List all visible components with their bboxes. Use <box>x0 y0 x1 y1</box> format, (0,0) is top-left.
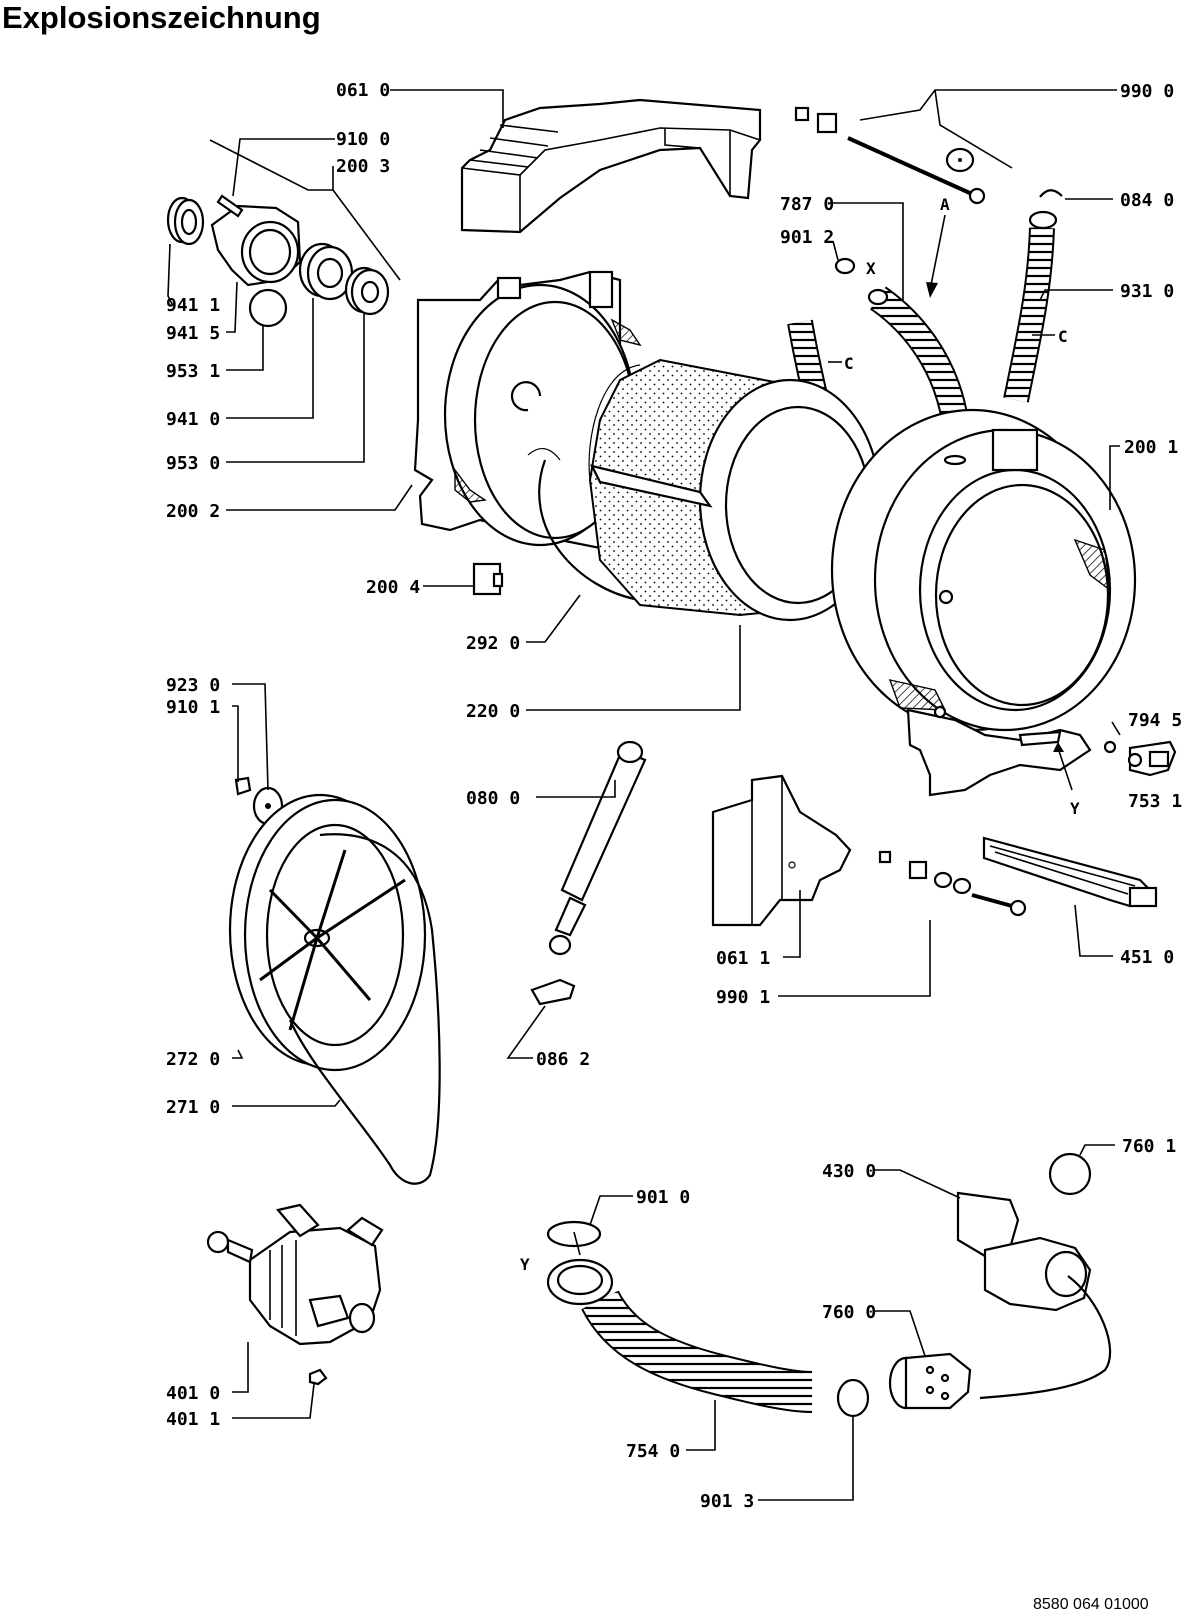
marker-c-right: C <box>1058 327 1068 346</box>
label-990-1: 990 1 <box>716 987 770 1008</box>
part-belt <box>288 833 441 1185</box>
marker-a: A <box>940 195 950 214</box>
label-061-0: 061 0 <box>336 80 390 101</box>
part-clip-200-4 <box>472 562 504 596</box>
marker-y-hose: Y <box>520 1255 530 1274</box>
part-clip-086-2 <box>530 978 576 1006</box>
label-080-0: 080 0 <box>466 788 520 809</box>
part-labels: 061 0 910 0 200 3 941 1 941 5 953 1 941 … <box>166 80 1182 1512</box>
label-451-0: 451 0 <box>1120 947 1174 968</box>
part-heater <box>982 836 1158 908</box>
part-nut-401-1 <box>308 1368 328 1386</box>
label-923-0: 923 0 <box>166 675 220 696</box>
part-front-tub <box>830 408 1137 797</box>
part-counterweight <box>711 774 852 927</box>
part-bearings <box>166 194 390 328</box>
label-901-3: 901 3 <box>700 1491 754 1512</box>
label-760-0: 760 0 <box>822 1302 876 1323</box>
marker-c-left: C <box>844 354 854 373</box>
label-754-0: 754 0 <box>626 1441 680 1462</box>
document-number: 8580 064 01000 <box>1033 1596 1149 1613</box>
part-clamp-901-2 <box>834 257 856 275</box>
label-200-2: 200 2 <box>166 501 220 522</box>
part-clamp-901-0 <box>546 1220 602 1248</box>
label-931-0: 931 0 <box>1120 281 1174 302</box>
part-top-cover <box>460 98 762 234</box>
part-drain-hose <box>546 1258 813 1413</box>
label-760-1: 760 1 <box>1122 1136 1176 1157</box>
part-fixing-kit-bottom <box>878 850 1027 917</box>
label-941-1: 941 1 <box>166 295 220 316</box>
leader-lines <box>167 89 1121 1501</box>
label-901-2: 901 2 <box>780 227 834 248</box>
part-drain-pump <box>956 1191 1112 1400</box>
label-953-0: 953 0 <box>166 453 220 474</box>
label-401-1: 401 1 <box>166 1409 220 1430</box>
label-220-0: 220 0 <box>466 701 520 722</box>
label-753-1: 753 1 <box>1128 791 1182 812</box>
label-910-1: 910 1 <box>166 697 220 718</box>
part-drum <box>588 358 882 622</box>
label-272-0: 272 0 <box>166 1049 220 1070</box>
label-200-3: 200 3 <box>336 156 390 177</box>
part-motor <box>206 1203 384 1346</box>
part-hose-clip-small <box>1039 189 1063 198</box>
label-901-0: 901 0 <box>636 1187 690 1208</box>
label-292-0: 292 0 <box>466 633 520 654</box>
part-filter <box>888 1352 972 1410</box>
marker-x: X <box>866 259 876 278</box>
label-200-4: 200 4 <box>366 577 420 598</box>
label-910-0: 910 0 <box>336 129 390 150</box>
label-086-2: 086 2 <box>536 1049 590 1070</box>
part-hose-right <box>1003 210 1058 403</box>
part-o-ring <box>1048 1152 1092 1196</box>
label-401-0: 401 0 <box>166 1383 220 1404</box>
label-794-5: 794 5 <box>1128 710 1182 731</box>
part-clamp-901-3 <box>836 1378 870 1418</box>
label-941-5: 941 5 <box>166 323 220 344</box>
label-787-0: 787 0 <box>780 194 834 215</box>
label-941-0: 941 0 <box>166 409 220 430</box>
label-953-1: 953 1 <box>166 361 220 382</box>
part-sensor-753-1 <box>1103 740 1177 777</box>
part-shock-absorber <box>548 740 647 956</box>
page-title: Explosionszeichnung <box>2 0 321 35</box>
label-430-0: 430 0 <box>822 1161 876 1182</box>
label-061-1: 061 1 <box>716 948 770 969</box>
part-pulley <box>228 793 427 1072</box>
part-fixing-kit-top <box>794 106 986 205</box>
marker-y-tub: Y <box>1070 799 1080 818</box>
label-990-0: 990 0 <box>1120 81 1174 102</box>
label-084-0: 084 0 <box>1120 190 1174 211</box>
label-271-0: 271 0 <box>166 1097 220 1118</box>
label-200-1: 200 1 <box>1124 437 1178 458</box>
